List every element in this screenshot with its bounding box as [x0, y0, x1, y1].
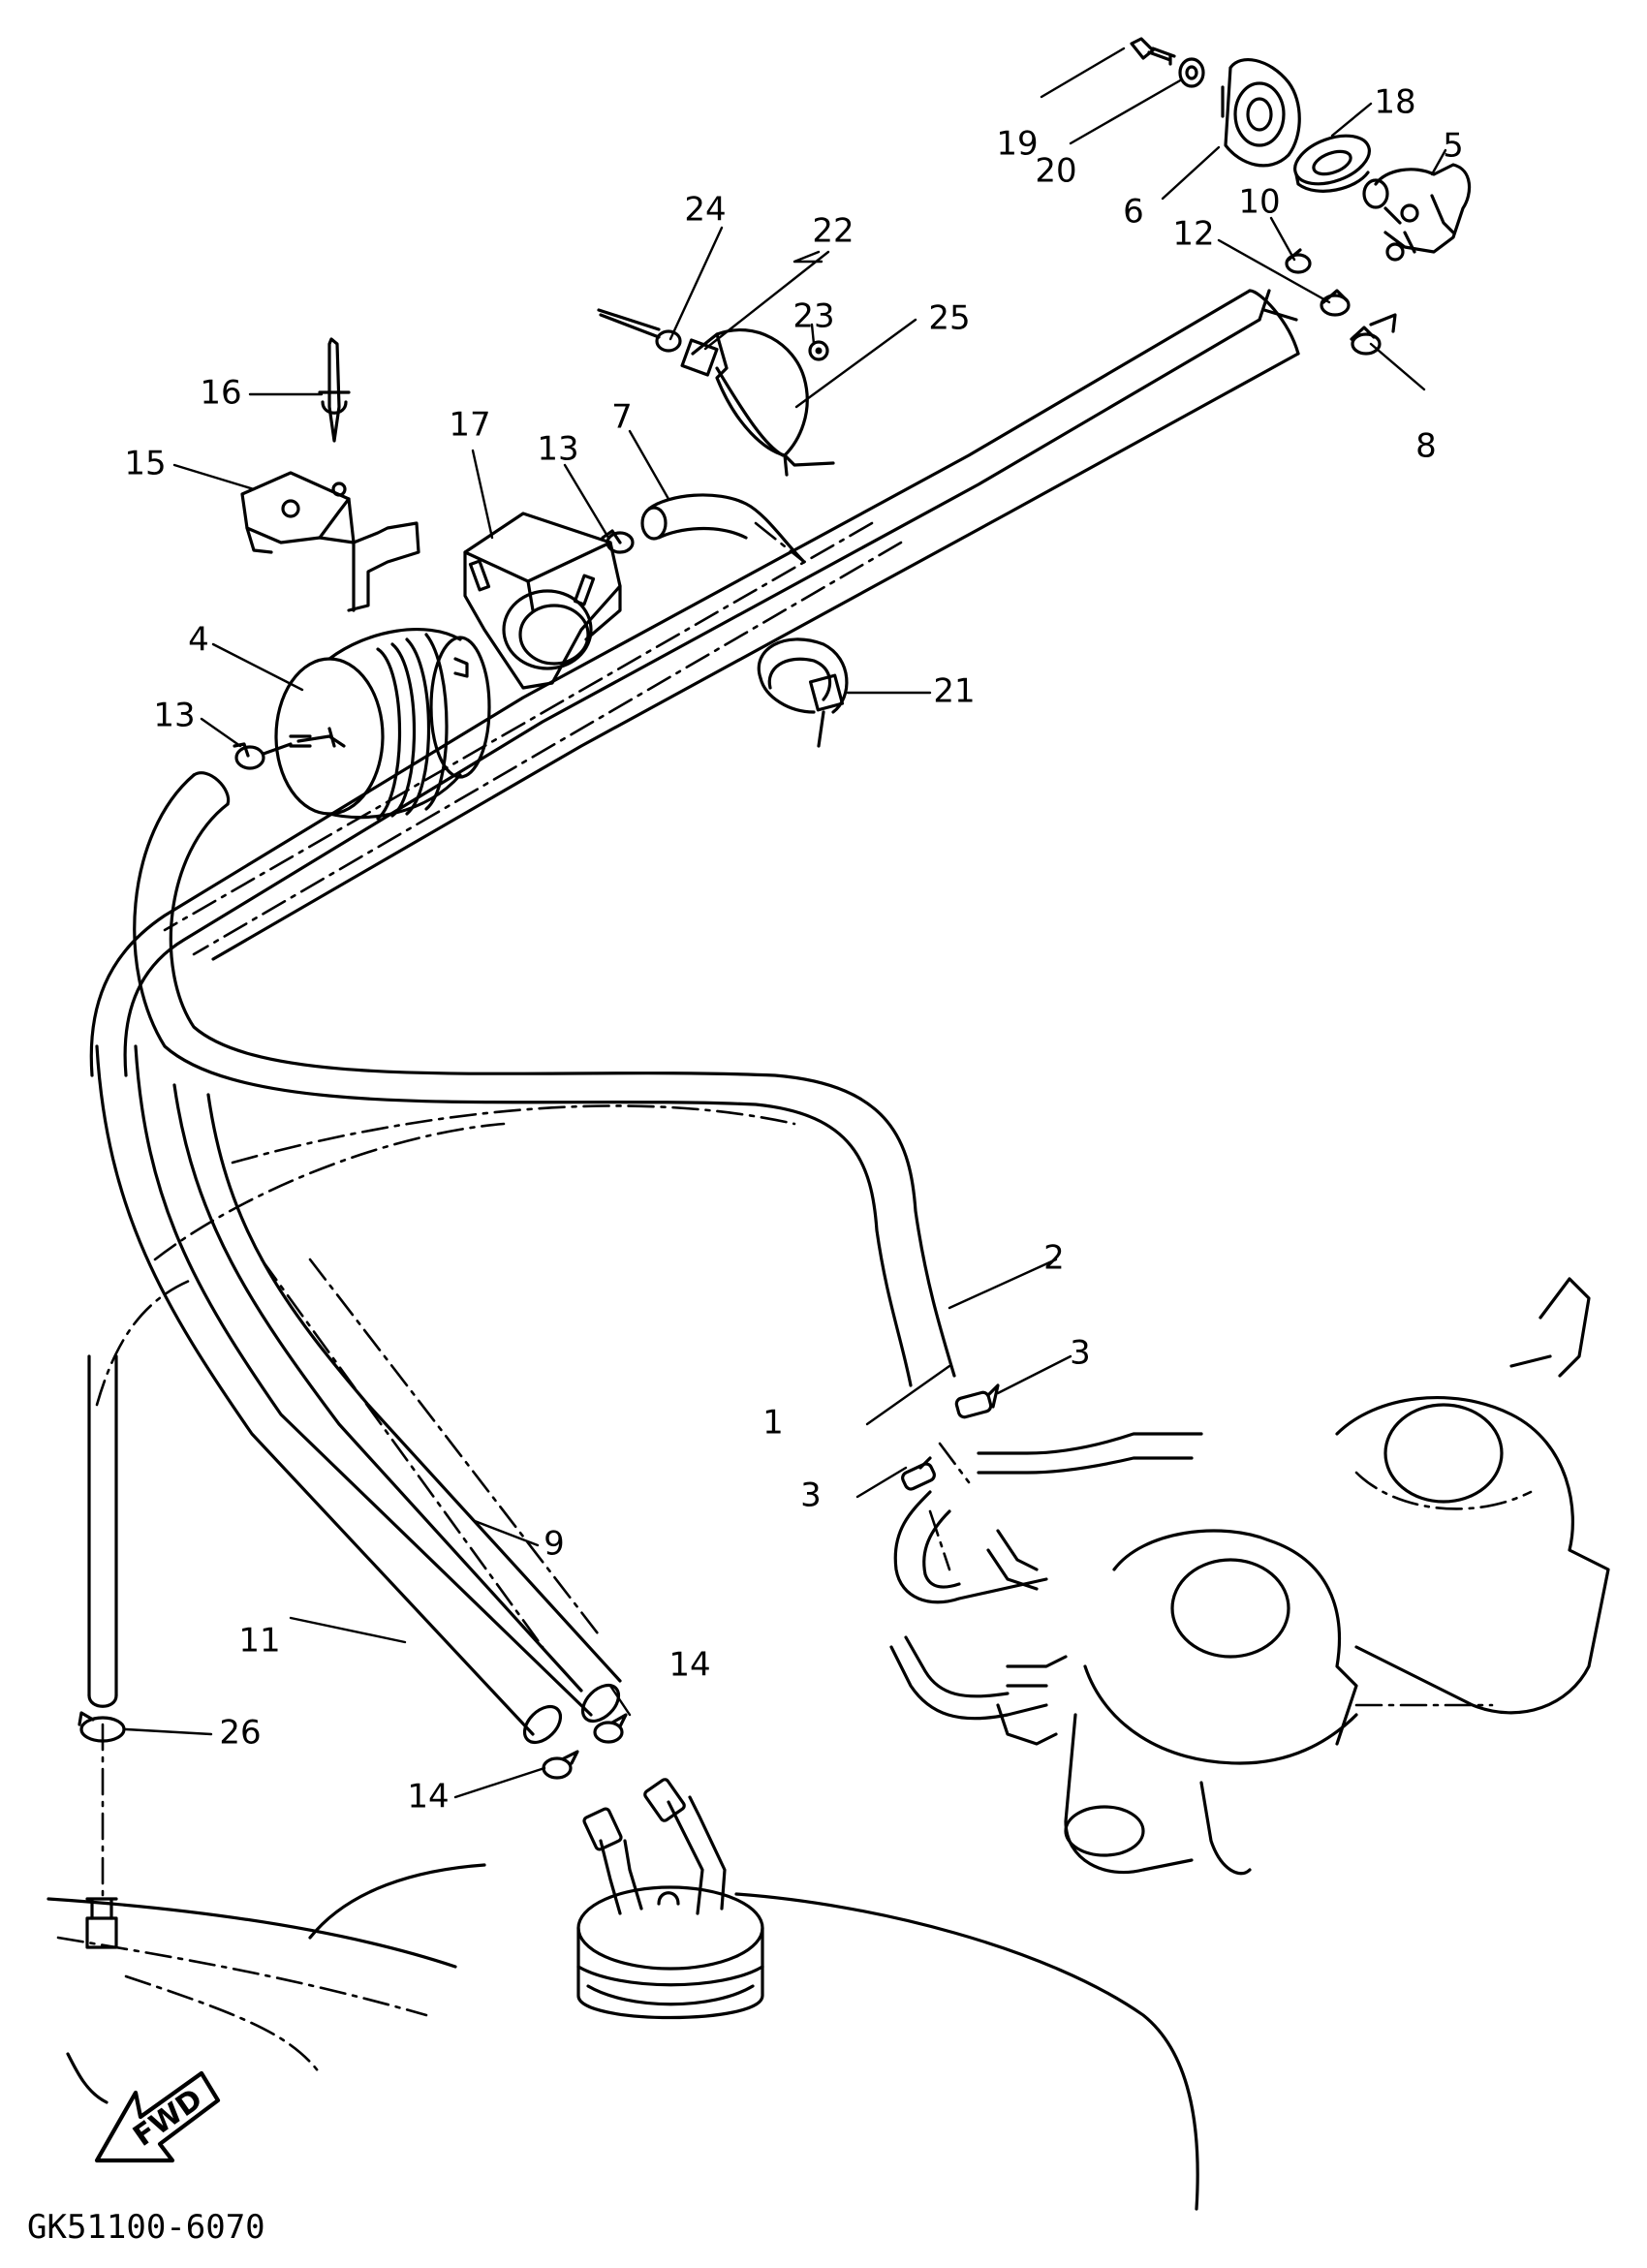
- callout-23: 23: [792, 297, 834, 336]
- callout-21: 21: [933, 672, 975, 711]
- drawing-code: GK51100-6070: [27, 2208, 265, 2247]
- rivet: [318, 337, 351, 443]
- callout-11: 11: [238, 1622, 280, 1661]
- callout-17: 17: [449, 406, 490, 445]
- callout-9: 9: [544, 1525, 565, 1564]
- hose-short: [640, 493, 806, 564]
- callout-10: 10: [1238, 183, 1280, 222]
- mount-damper: [463, 512, 622, 690]
- callout-14a: 14: [668, 1646, 710, 1685]
- callout-22: 22: [812, 212, 854, 251]
- callout-8: 8: [1415, 427, 1437, 466]
- hose-clamp-band: [597, 308, 835, 477]
- callout-7: 7: [611, 398, 633, 437]
- tee-fitting-group: [1130, 37, 1472, 356]
- callout-19: 19: [996, 125, 1038, 164]
- fuel-tank: [47, 1778, 1199, 2211]
- fuel-filter: [274, 628, 491, 821]
- fwd-label: FWD: [127, 2082, 208, 2154]
- leader-lines: [124, 47, 1447, 1799]
- callout-16: 16: [200, 374, 241, 413]
- callout-14b: 14: [407, 1778, 449, 1817]
- callout-15: 15: [124, 445, 166, 483]
- callout-13a: 13: [537, 430, 578, 469]
- callout-18: 18: [1374, 83, 1415, 122]
- callout-1: 1: [762, 1404, 784, 1443]
- callout-6: 6: [1123, 193, 1144, 232]
- hose-routing: [87, 289, 1300, 1901]
- callout-13b: 13: [153, 697, 195, 735]
- callout-25: 25: [928, 299, 970, 338]
- forward-arrow-icon: FWD: [94, 2070, 221, 2163]
- callout-3a: 3: [1070, 1334, 1091, 1373]
- callout-20: 20: [1035, 152, 1076, 191]
- carburetor-assembly: [889, 1277, 1610, 1876]
- callout-5: 5: [1443, 127, 1464, 166]
- bracket: [240, 471, 420, 612]
- callout-labels: 1 2 3 3 4 5 6 7 8 9 10 11 12 13 13 14 14…: [124, 83, 1463, 1817]
- callout-3b: 3: [800, 1476, 822, 1515]
- callout-2: 2: [1043, 1239, 1065, 1278]
- callout-4: 4: [188, 621, 209, 660]
- callout-24: 24: [684, 191, 726, 230]
- callout-26: 26: [219, 1714, 261, 1753]
- callout-12: 12: [1172, 215, 1214, 254]
